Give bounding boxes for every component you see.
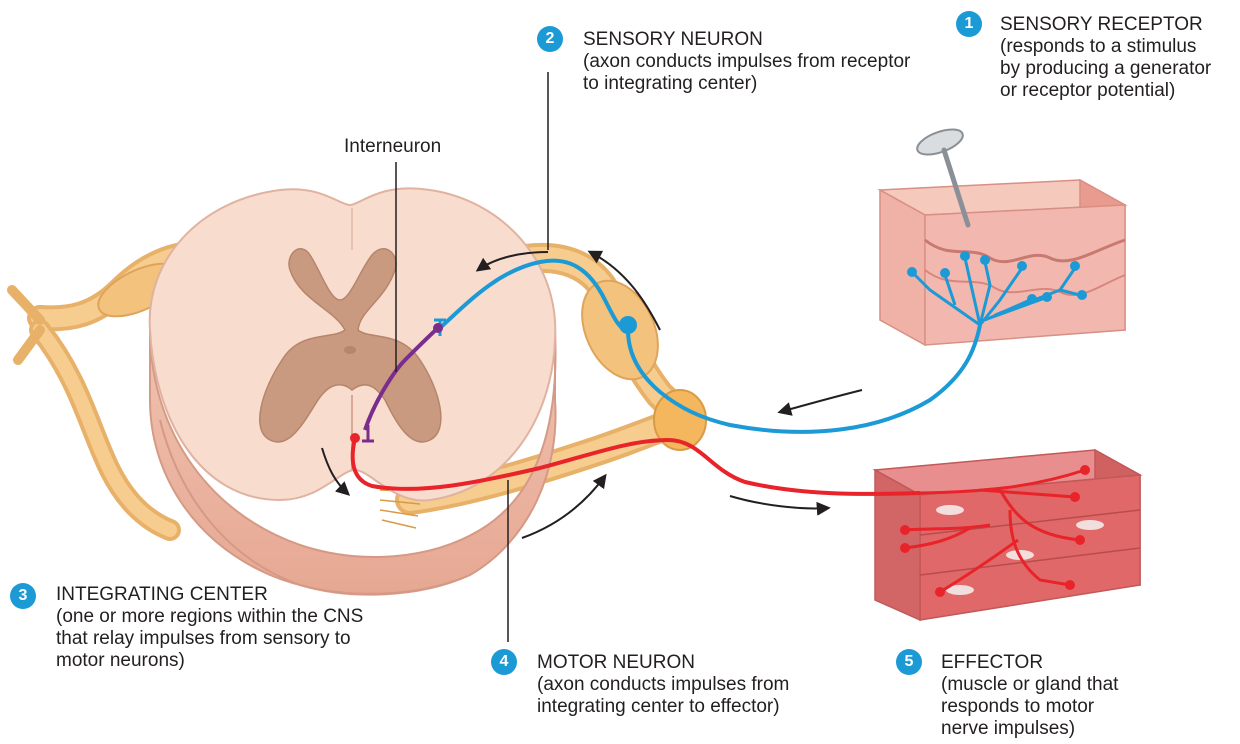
sensory-receptor-label: SENSORY RECEPTOR (responds to a stimulus…	[1000, 14, 1211, 102]
sensory-receptor-title: SENSORY RECEPTOR	[1000, 14, 1211, 36]
interneuron-label: Interneuron	[344, 136, 441, 158]
flow-arrow-icon	[730, 496, 828, 508]
motor-neuron-label: MOTOR NEURON (axon conducts impulses fro…	[537, 652, 789, 718]
effector-title: EFFECTOR	[941, 652, 1118, 674]
integrating-center-title: INTEGRATING CENTER	[56, 584, 363, 606]
spinal-cord	[150, 188, 556, 594]
motor-neuron-title: MOTOR NEURON	[537, 652, 789, 674]
muscle-block	[875, 450, 1140, 620]
step-4-badge: 4	[491, 649, 517, 675]
integrating-center-label: INTEGRATING CENTER (one or more regions …	[56, 584, 363, 672]
sensory-neuron-label: SENSORY NEURON (axon conducts impulses f…	[583, 29, 910, 95]
step-1-badge: 1	[956, 11, 982, 37]
flow-arrow-icon	[780, 390, 862, 412]
sensory-neuron-title: SENSORY NEURON	[583, 29, 910, 51]
step-5-badge: 5	[896, 649, 922, 675]
effector-label: EFFECTOR (muscle or gland that responds …	[941, 652, 1118, 740]
step-2-badge: 2	[537, 26, 563, 52]
step-3-badge: 3	[10, 583, 36, 609]
